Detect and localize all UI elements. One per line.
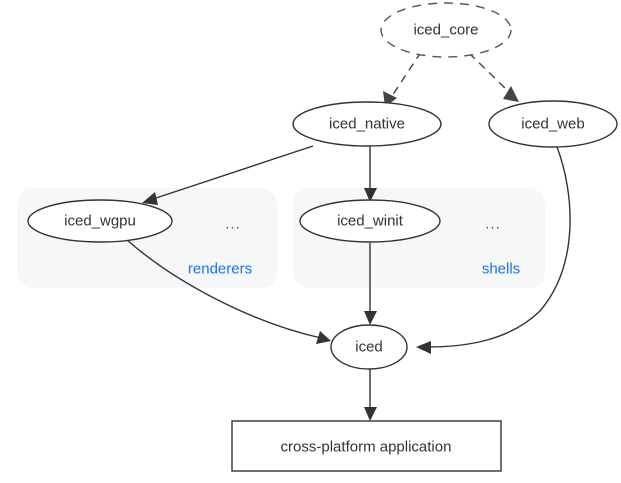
node-iced-native[interactable]: iced_native [292, 101, 442, 147]
iced-winit-label: iced_winit [337, 213, 404, 230]
iced-wgpu-ellipse [27, 199, 173, 243]
iced-native-label: iced_native [329, 116, 405, 133]
iced-core-ellipse [380, 2, 512, 58]
edge-iced-web-to-iced [416, 146, 571, 354]
node-iced[interactable]: iced [330, 324, 408, 370]
iced-label: iced [355, 339, 383, 356]
edge-iced-to-application [364, 369, 377, 421]
iced-wgpu-label: iced_wgpu [64, 213, 136, 230]
iced-ellipse [330, 324, 408, 370]
edge-iced-native-to-iced-wgpu [142, 145, 314, 205]
edge-iced-core-to-iced-native [383, 51, 422, 107]
renderers-ellipsis-label: ... [225, 216, 241, 233]
application-label: cross-platform application [281, 439, 452, 456]
edge-iced-winit-to-iced [364, 243, 377, 325]
iced-native-ellipse [292, 101, 442, 147]
iced-core-label: iced_core [413, 22, 478, 39]
node-iced-winit[interactable]: iced_winit [299, 199, 441, 243]
shells-ellipsis-label: ... [485, 216, 501, 233]
iced-web-ellipse [488, 100, 618, 148]
node-iced-web[interactable]: iced_web [488, 100, 618, 148]
cluster-renderers-label: renderers [188, 261, 252, 278]
cluster-shells-label: shells [482, 261, 520, 278]
application-box [231, 420, 502, 472]
iced-winit-ellipse [299, 199, 441, 243]
node-iced-wgpu[interactable]: iced_wgpu [27, 199, 173, 243]
edge-iced-core-to-iced-web [468, 52, 519, 102]
iced-web-label: iced_web [521, 116, 584, 133]
node-cross-platform-application[interactable]: cross-platform application [231, 420, 502, 472]
node-iced-core[interactable]: iced_core [380, 2, 512, 58]
edge-iced-native-to-iced-winit [364, 146, 377, 202]
edge-iced-wgpu-to-iced [126, 239, 331, 344]
